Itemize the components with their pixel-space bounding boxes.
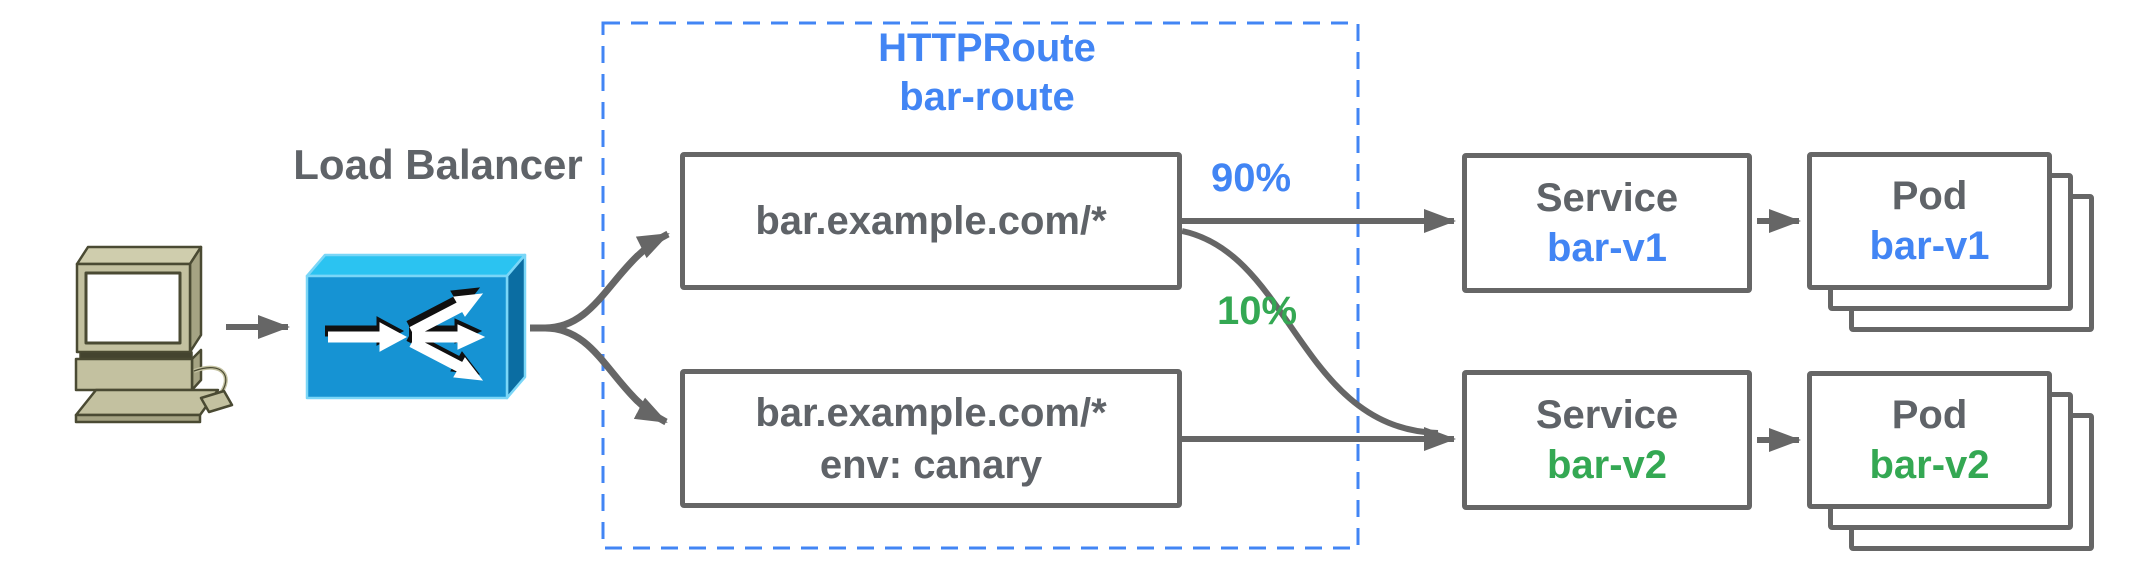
httproute-dashed-border	[601, 21, 1360, 550]
lb-arrow-glyphs	[328, 293, 486, 381]
monitor-side-face	[188, 245, 203, 354]
keyboard	[74, 388, 220, 417]
pod-bar-v1-stack: Pod bar-v1	[1807, 152, 2097, 334]
desktop-computer-icon	[74, 245, 234, 424]
mouse	[199, 389, 234, 414]
route-rule-2-host: bar.example.com/*	[755, 390, 1107, 435]
pod-bar-v2-name: bar-v2	[1869, 443, 1990, 487]
httproute-name-label: bar-route	[899, 75, 1075, 119]
screen	[84, 271, 182, 345]
monitor-top-face	[75, 245, 203, 266]
curve-rule1-to-service-v2	[1181, 228, 1439, 436]
mouse-cable-outline	[193, 367, 227, 395]
httproute-kind-label: HTTPRoute	[878, 26, 1096, 70]
arrow-lb-to-rule2	[530, 324, 668, 426]
lb-side-face	[505, 253, 527, 400]
pod-bar-v1-kind: Pod	[1891, 174, 1968, 218]
service-bar-v1-name: bar-v1	[1546, 226, 1668, 270]
route-rule-1-host: bar.example.com/*	[755, 199, 1107, 243]
pod-bar-v1-box: Pod bar-v1	[1807, 152, 2052, 290]
arrow-lb-to-rule1	[530, 230, 670, 332]
pod-bar-v1-name: bar-v1	[1869, 224, 1990, 268]
httproute-title: HTTPRoute bar-route	[830, 24, 1144, 122]
service-bar-v2-name: bar-v2	[1546, 443, 1668, 487]
pod-bar-v2-box: Pod bar-v2	[1807, 371, 2052, 509]
route-rule-1-box: bar.example.com/*	[680, 152, 1182, 290]
route-rule-2-box: bar.example.com/* env: canary	[680, 369, 1182, 508]
keyboard-edge	[74, 413, 202, 424]
service-bar-v2-kind: Service	[1535, 393, 1679, 437]
load-balancer-icon	[305, 253, 527, 400]
load-balancer-label: Load Balancer	[293, 141, 583, 188]
route-rule-2-header-match: env: canary	[819, 442, 1043, 487]
service-bar-v2-box: Service bar-v2	[1462, 370, 1752, 510]
weight-10-label: 10%	[1216, 289, 1298, 333]
pod-bar-v2-stack: Pod bar-v2	[1807, 371, 2097, 553]
weight-90-label: 90%	[1210, 156, 1292, 200]
service-bar-v1-box: Service bar-v1	[1462, 153, 1752, 293]
pod-bar-v2-kind: Pod	[1891, 393, 1968, 437]
lb-top-face	[305, 253, 527, 278]
service-bar-v1-kind: Service	[1535, 176, 1679, 220]
base-unit	[74, 357, 194, 392]
